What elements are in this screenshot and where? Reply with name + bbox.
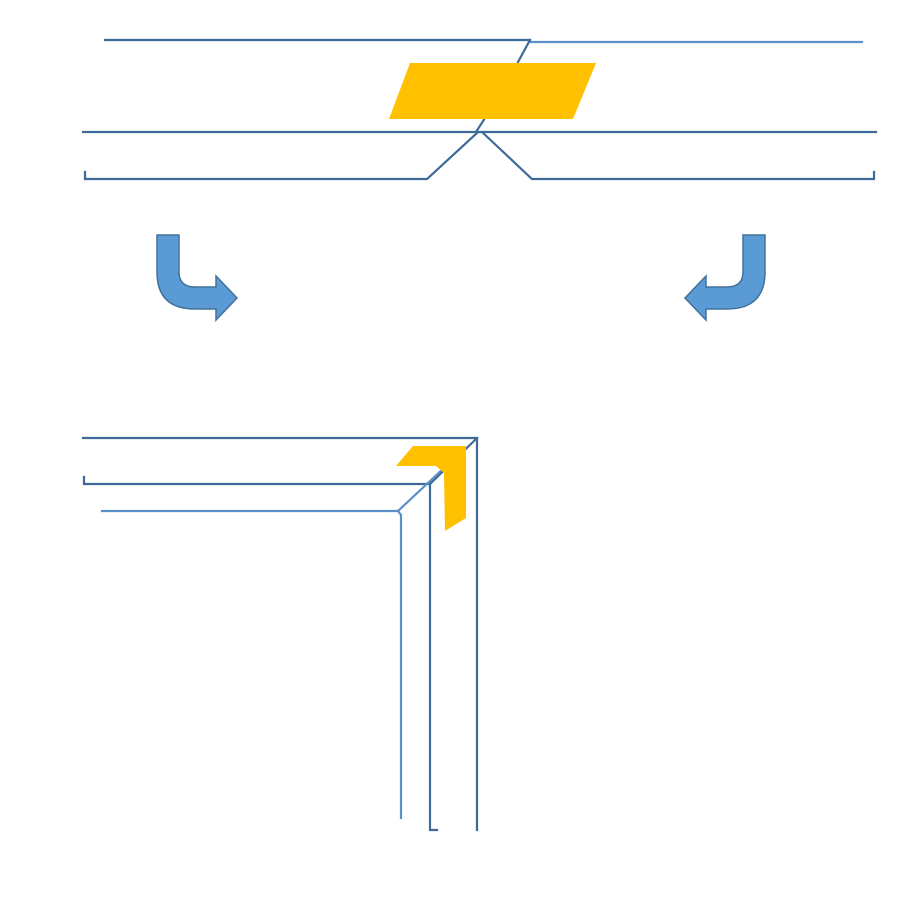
curved-arrow-down-right-icon: [156, 234, 239, 322]
corner-fold-diagram: [81, 436, 479, 832]
curved-arrow-down-left-icon: [683, 234, 766, 322]
fold-tab-parallelogram: [389, 63, 596, 119]
corner-outer-edge: [81, 436, 479, 832]
top-strip-lower-edge-left: [83, 130, 480, 181]
corner-miter-line-inner: [396, 465, 447, 513]
corner-middle-edge: [82, 475, 439, 832]
arrows: [156, 234, 766, 322]
top-strip-diagram: [81, 38, 878, 181]
corner-fold-tab: [396, 446, 466, 531]
top-strip-cut-line-upper: [516, 38, 532, 64]
top-strip-cut-line-lower: [474, 116, 487, 134]
top-strip-lower-edge-right: [480, 130, 876, 181]
corner-inner-edge: [100, 509, 403, 820]
